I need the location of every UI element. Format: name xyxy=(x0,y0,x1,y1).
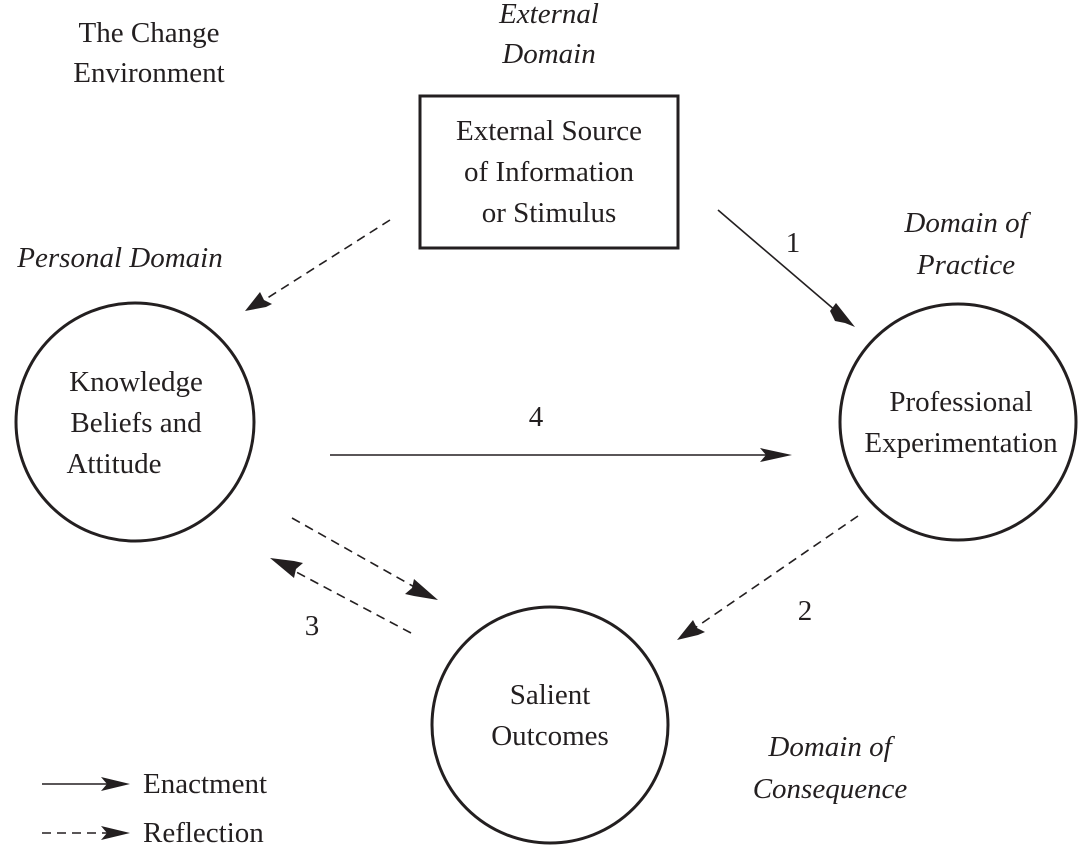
knowledge-line-3: Attitude xyxy=(66,448,161,480)
external-domain-label: External Domain xyxy=(498,0,599,70)
change-environment-title: The Change Environment xyxy=(73,17,224,89)
consequence-domain-line-1: Domain of xyxy=(767,731,895,763)
arrow-1-enactment xyxy=(717,209,855,327)
arrow-2-reflection xyxy=(677,515,859,640)
legend: Enactment Reflection xyxy=(42,768,267,845)
external-source-line-2: of Information xyxy=(464,156,634,188)
salient-line-2: Outcomes xyxy=(491,720,609,752)
salient-line-1: Salient xyxy=(510,679,591,711)
arrow-3-line-up xyxy=(282,564,412,634)
professional-line-2: Experimentation xyxy=(864,427,1058,459)
professional-node: Professional Experimentation xyxy=(838,302,1078,542)
arrow-3-label: 3 xyxy=(305,610,320,642)
arrow-4-label: 4 xyxy=(529,401,544,433)
reflection-line-external xyxy=(257,219,391,305)
external-source-box xyxy=(418,94,680,250)
title-line-1: The Change xyxy=(79,17,220,49)
external-source-line-1: External Source xyxy=(456,115,642,147)
practice-domain-line-2: Practice xyxy=(916,249,1015,281)
legend-reflection-label: Reflection xyxy=(143,817,264,845)
legend-reflection: Reflection xyxy=(42,817,264,845)
arrow-3-head-down xyxy=(405,579,438,600)
arrow-3-head-up xyxy=(270,558,303,578)
external-domain-line-2: Domain xyxy=(501,38,595,70)
consequence-domain-label: Domain of Consequence xyxy=(753,731,908,805)
professional-circle xyxy=(838,302,1078,542)
consequence-domain-line-2: Consequence xyxy=(753,773,908,805)
arrow-1-label: 1 xyxy=(786,227,801,259)
arrow-1-head xyxy=(830,303,855,327)
legend-enactment-head xyxy=(101,777,130,791)
external-source-line-3: or Stimulus xyxy=(482,197,617,229)
reflection-head-external xyxy=(245,292,272,311)
external-domain-line-1: External xyxy=(498,0,599,30)
knowledge-circle xyxy=(14,301,256,543)
title-line-2: Environment xyxy=(73,57,224,89)
arrow-2-line xyxy=(691,515,859,631)
arrow-reflection-external-to-knowledge xyxy=(245,219,391,311)
personal-domain-label: Personal Domain xyxy=(16,242,222,274)
arrow-3-line-down xyxy=(291,517,426,594)
salient-node: Salient Outcomes xyxy=(430,605,670,845)
legend-reflection-head xyxy=(101,826,130,840)
legend-enactment: Enactment xyxy=(42,768,267,800)
practice-domain-line-1: Domain of xyxy=(903,207,1031,239)
knowledge-node: Knowledge Beliefs and Attitude xyxy=(14,301,256,543)
arrow-1-line xyxy=(717,209,844,318)
arrow-3-reflection-down xyxy=(291,517,438,600)
external-source-node: External Source of Information or Stimul… xyxy=(418,94,680,250)
knowledge-line-1: Knowledge xyxy=(69,366,203,398)
arrow-3-reflection-up xyxy=(270,558,412,634)
arrow-2-label: 2 xyxy=(798,595,813,627)
practice-domain-label: Domain of Practice xyxy=(903,207,1031,281)
knowledge-line-2: Beliefs and xyxy=(70,407,202,439)
professional-line-1: Professional xyxy=(889,386,1032,418)
legend-enactment-label: Enactment xyxy=(143,768,267,800)
arrow-2-head xyxy=(677,620,705,640)
arrow-4-enactment xyxy=(330,448,792,462)
salient-circle xyxy=(430,605,670,845)
arrow-4-head xyxy=(760,448,792,462)
